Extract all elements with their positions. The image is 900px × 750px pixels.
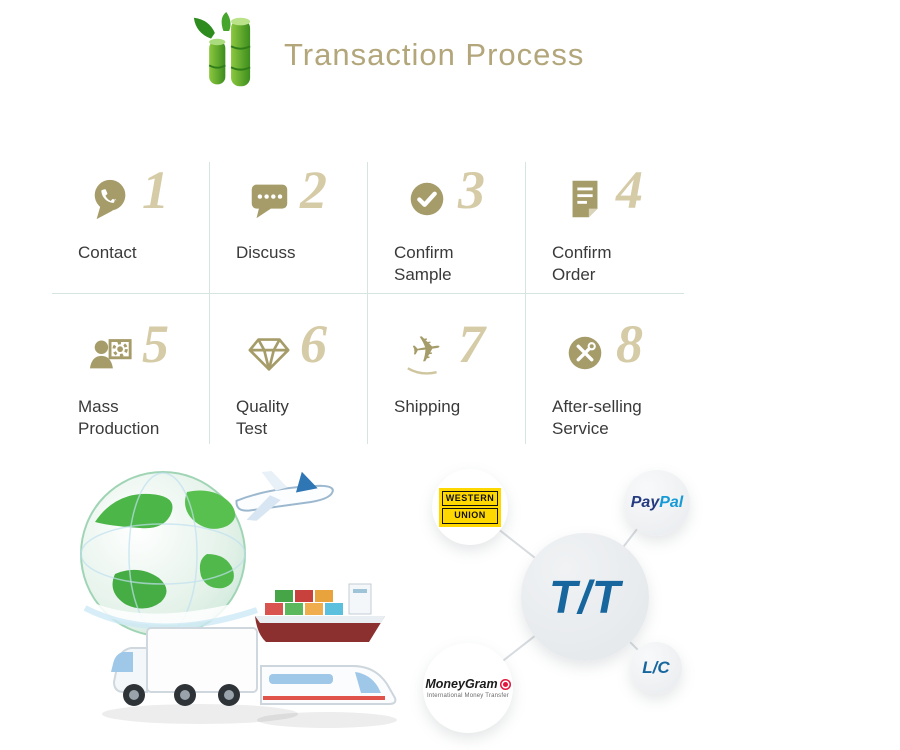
step-cell-mass-production: 5 Mass Production [52, 294, 210, 444]
cargo-ship [255, 583, 385, 642]
step-number: 6 [300, 314, 327, 374]
process-steps-grid: 1 Contact 2 Discuss [52, 162, 684, 444]
moneygram-tagline: International Money Transfer [427, 693, 509, 699]
truck [102, 627, 298, 724]
step-cell-discuss: 2 Discuss [210, 162, 368, 294]
step-cell-after-selling: 8 After-selling Service [526, 294, 684, 444]
step-label: Mass Production [78, 397, 160, 439]
icon-row: 6 [236, 317, 367, 386]
airplane [235, 470, 334, 521]
paypal-pay-text: Pay [630, 494, 660, 511]
check-circle-icon [404, 176, 450, 222]
step-number: 5 [142, 314, 169, 374]
moneygram-name: MoneyGram [425, 677, 498, 691]
step-cell-confirm-order: 4 Confirm Order [526, 162, 684, 294]
icon-row: 5 [78, 317, 209, 386]
step-number: 3 [458, 160, 485, 220]
bamboo-logo-icon [192, 12, 272, 97]
western-union-node: WESTERN UNION [432, 469, 508, 545]
icon-row: ✈ 7 [394, 317, 525, 386]
step-label: Confirm Order [552, 243, 612, 285]
tt-payment-node: T/T [521, 533, 649, 661]
icon-row: 4 [552, 163, 684, 232]
train [257, 665, 397, 728]
moneygram-logo: MoneyGram International Money Transfer [425, 677, 511, 699]
payment-methods-diagram: T/T WESTERN UNION PayPal L/C MoneyGram I… [420, 462, 720, 747]
paypal-node: PayPal [624, 470, 690, 536]
step-number: 2 [300, 160, 327, 220]
svg-text:✈: ✈ [408, 330, 444, 373]
step-number: 7 [458, 314, 485, 374]
step-cell-contact: 1 Contact [52, 162, 210, 294]
step-label: After-selling Service [552, 397, 642, 439]
contact-phone-icon [88, 176, 134, 222]
service-tools-icon [562, 330, 608, 376]
icon-row: 3 [394, 163, 525, 232]
tt-label: T/T [549, 571, 621, 623]
step-label: Confirm Sample [394, 243, 454, 285]
step-cell-shipping: ✈ 7 Shipping [368, 294, 526, 444]
step-cell-confirm-sample: 3 Confirm Sample [368, 162, 526, 294]
step-number: 8 [616, 314, 643, 374]
diamond-icon [246, 330, 292, 376]
lc-label: L/C [642, 658, 670, 677]
lc-node: L/C [630, 642, 682, 694]
logistics-illustration [55, 452, 400, 747]
western-union-line1: WESTERN [441, 490, 499, 506]
western-union-line2: UNION [441, 508, 499, 524]
step-number: 1 [142, 160, 169, 220]
step-number: 4 [616, 160, 643, 220]
paypal-logo: PayPal [631, 494, 683, 512]
icon-row: 1 [78, 163, 209, 232]
moneygram-globe-icon [499, 678, 511, 690]
step-label: Shipping [394, 397, 461, 416]
worker-gear-icon [88, 330, 134, 376]
page-title: Transaction Process [284, 36, 585, 72]
step-label: Discuss [236, 243, 296, 262]
paypal-pal-text: Pal [659, 494, 684, 511]
globe [69, 471, 258, 637]
step-cell-quality-test: 6 Quality Test [210, 294, 368, 444]
step-label: Contact [78, 243, 137, 262]
airplane-icon: ✈ [404, 326, 450, 376]
step-label: Quality Test [236, 397, 289, 439]
order-document-icon [562, 176, 608, 222]
icon-row: 8 [552, 317, 684, 386]
moneygram-node: MoneyGram International Money Transfer [423, 643, 513, 733]
icon-row: 2 [236, 163, 367, 232]
header: Transaction Process [192, 12, 584, 97]
western-union-logo: WESTERN UNION [438, 487, 502, 527]
chat-bubble-icon [246, 176, 292, 222]
